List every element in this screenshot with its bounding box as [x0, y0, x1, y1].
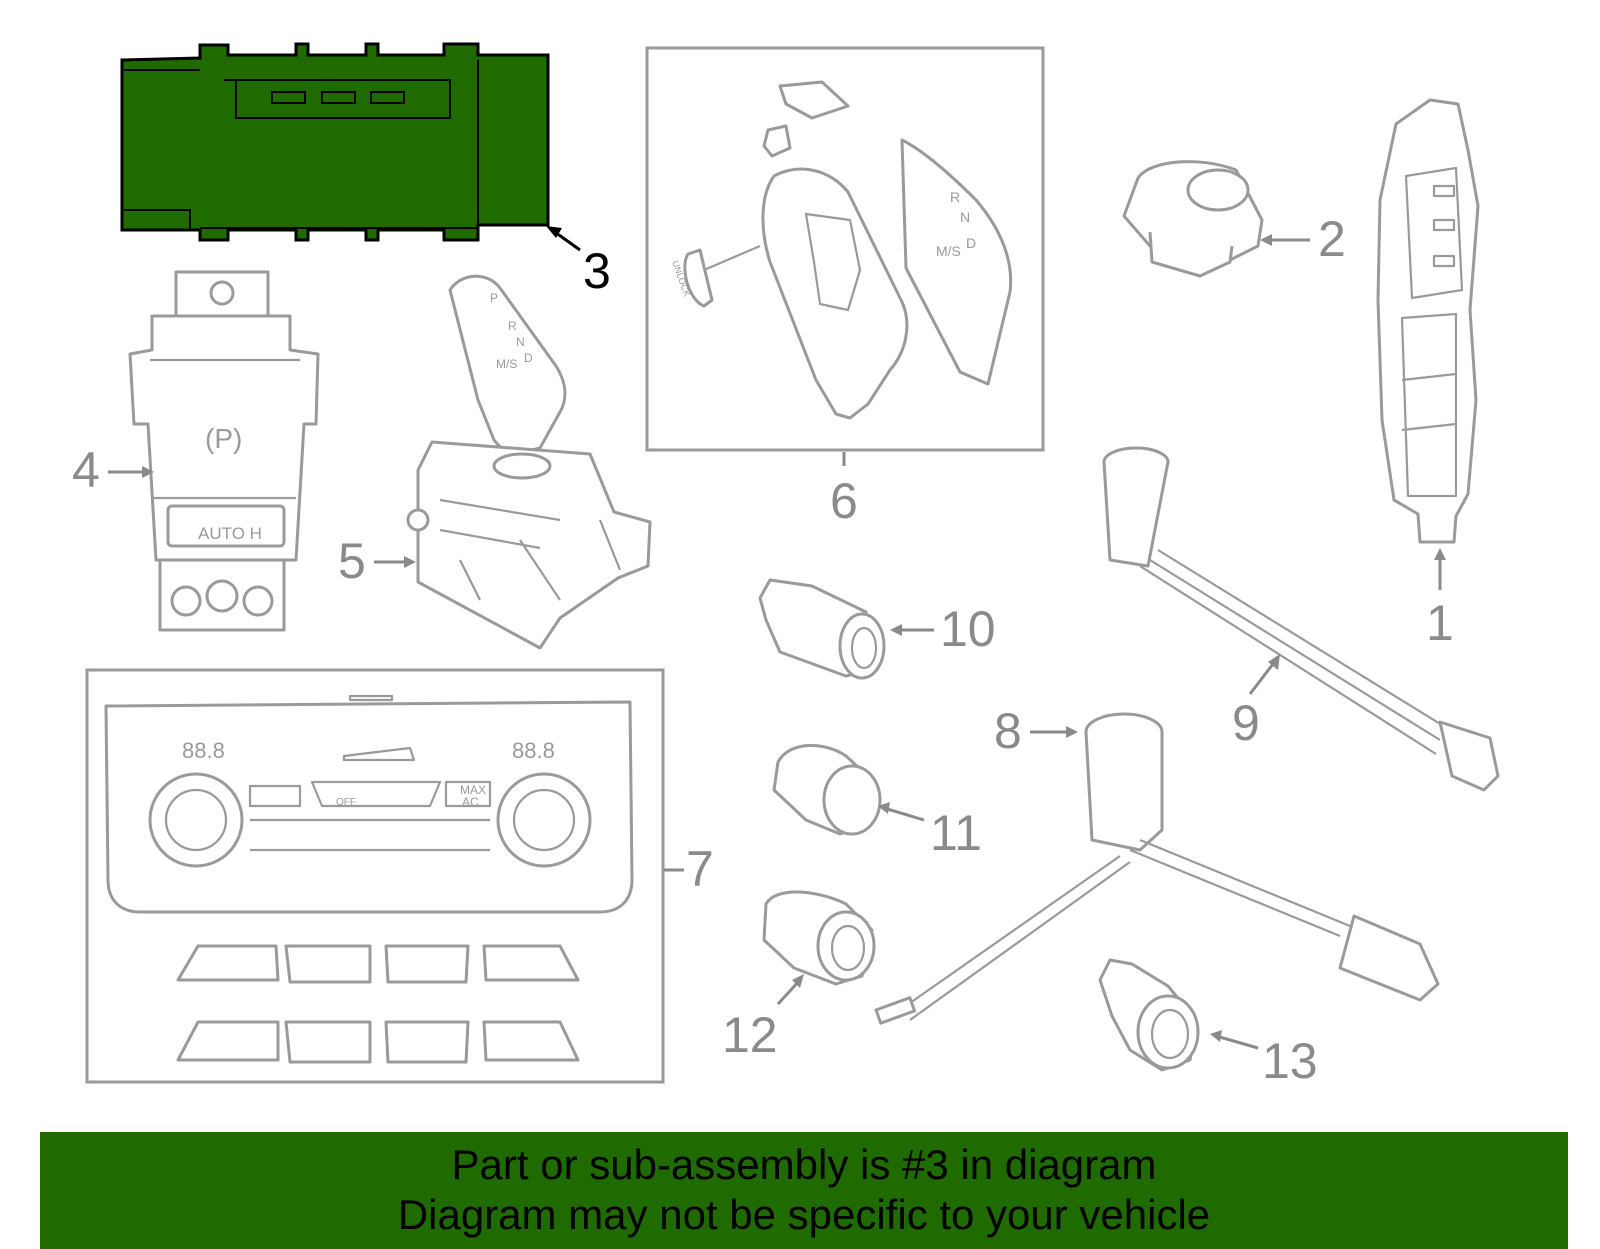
auto-hold-label: AUTO H [198, 524, 262, 543]
part-3-detail-lines [124, 60, 479, 229]
part-5-gear-selector[interactable]: P R N D M/S [406, 274, 652, 650]
part-12-socket[interactable] [762, 890, 876, 986]
leader-9-arrow [1268, 654, 1280, 670]
leader-12-arrow [792, 974, 804, 988]
part-8-socket-y-harness[interactable] [874, 712, 1440, 1025]
climate-max-label: MAX [460, 783, 486, 797]
cover-gear-n: N [960, 209, 970, 225]
part-9-socket-harness[interactable] [1102, 446, 1500, 792]
callout-6[interactable]: 6 [830, 473, 858, 529]
callout-5[interactable]: 5 [338, 533, 366, 589]
part-3-slot-1 [271, 91, 306, 104]
banner-line-2: Diagram may not be specific to your vehi… [397, 1191, 1211, 1238]
part-2-idrive-controller[interactable] [1122, 160, 1264, 278]
part-3-slot-3 [370, 91, 405, 104]
cover-gear-d: D [966, 235, 976, 251]
callout-3[interactable]: 3 [583, 243, 611, 299]
leader-9 [1248, 659, 1278, 695]
callout-12[interactable]: 12 [722, 1007, 778, 1063]
callout-11[interactable]: 11 [930, 805, 982, 861]
leader-1-arrow [1434, 548, 1446, 560]
callout-7[interactable]: 7 [686, 841, 714, 897]
part-13-socket-ring[interactable] [1098, 958, 1200, 1072]
part-3-body [120, 42, 550, 242]
leader-11 [883, 806, 925, 822]
climate-ac-label: AC [462, 795, 479, 809]
callout-9[interactable]: 9 [1232, 695, 1260, 751]
callout-2[interactable]: 2 [1318, 211, 1346, 267]
cover-gear-ms: M/S [936, 243, 961, 259]
gear-d-label: D [524, 351, 533, 365]
part-1-console-switch-panel[interactable] [1376, 98, 1480, 544]
gear-ms-label: M/S [496, 357, 517, 371]
info-banner: Part or sub-assembly is #3 in diagram Di… [40, 1132, 1568, 1249]
leader-4-arrow [142, 466, 154, 478]
leader-3-arrow [546, 226, 562, 238]
part-3-control-module[interactable] [120, 42, 550, 242]
part-3-slot-2 [321, 91, 356, 104]
part-7-climate-control-panel[interactable]: 88.8 88.8 OFF MAX AC [85, 668, 665, 1084]
part-4-parking-brake-switch[interactable]: (P) AUTO H [128, 270, 320, 632]
cover-gear-r: R [950, 189, 960, 205]
leader-13 [1215, 1034, 1259, 1050]
climate-temp-left: 88.8 [182, 738, 225, 763]
climate-temp-right: 88.8 [512, 738, 555, 763]
part-10-socket[interactable] [758, 578, 886, 680]
climate-off-label: OFF [336, 797, 356, 808]
leader-11-arrow [878, 802, 890, 814]
leader-8-arrow [1066, 726, 1078, 738]
leader-10-arrow [890, 624, 902, 636]
callout-10[interactable]: 10 [940, 601, 996, 657]
gear-n-label: N [516, 335, 525, 349]
callout-4[interactable]: 4 [72, 442, 100, 498]
banner-line-1: Part or sub-assembly is #3 in diagram [451, 1141, 1157, 1188]
gear-p-label: P [490, 291, 498, 305]
part-6-selector-cover-set[interactable]: UNLOCK R N D M/S [645, 46, 1045, 452]
callout-1[interactable]: 1 [1426, 595, 1454, 651]
leader-5-arrow [404, 556, 416, 568]
gear-r-label: R [508, 319, 517, 333]
leader-13-arrow [1210, 1030, 1222, 1042]
part-11-socket-cap[interactable] [772, 744, 882, 836]
callout-13[interactable]: 13 [1262, 1033, 1318, 1089]
parking-p-label: (P) [205, 423, 242, 454]
leader-2-arrow [1260, 234, 1272, 246]
callout-8[interactable]: 8 [994, 703, 1022, 759]
